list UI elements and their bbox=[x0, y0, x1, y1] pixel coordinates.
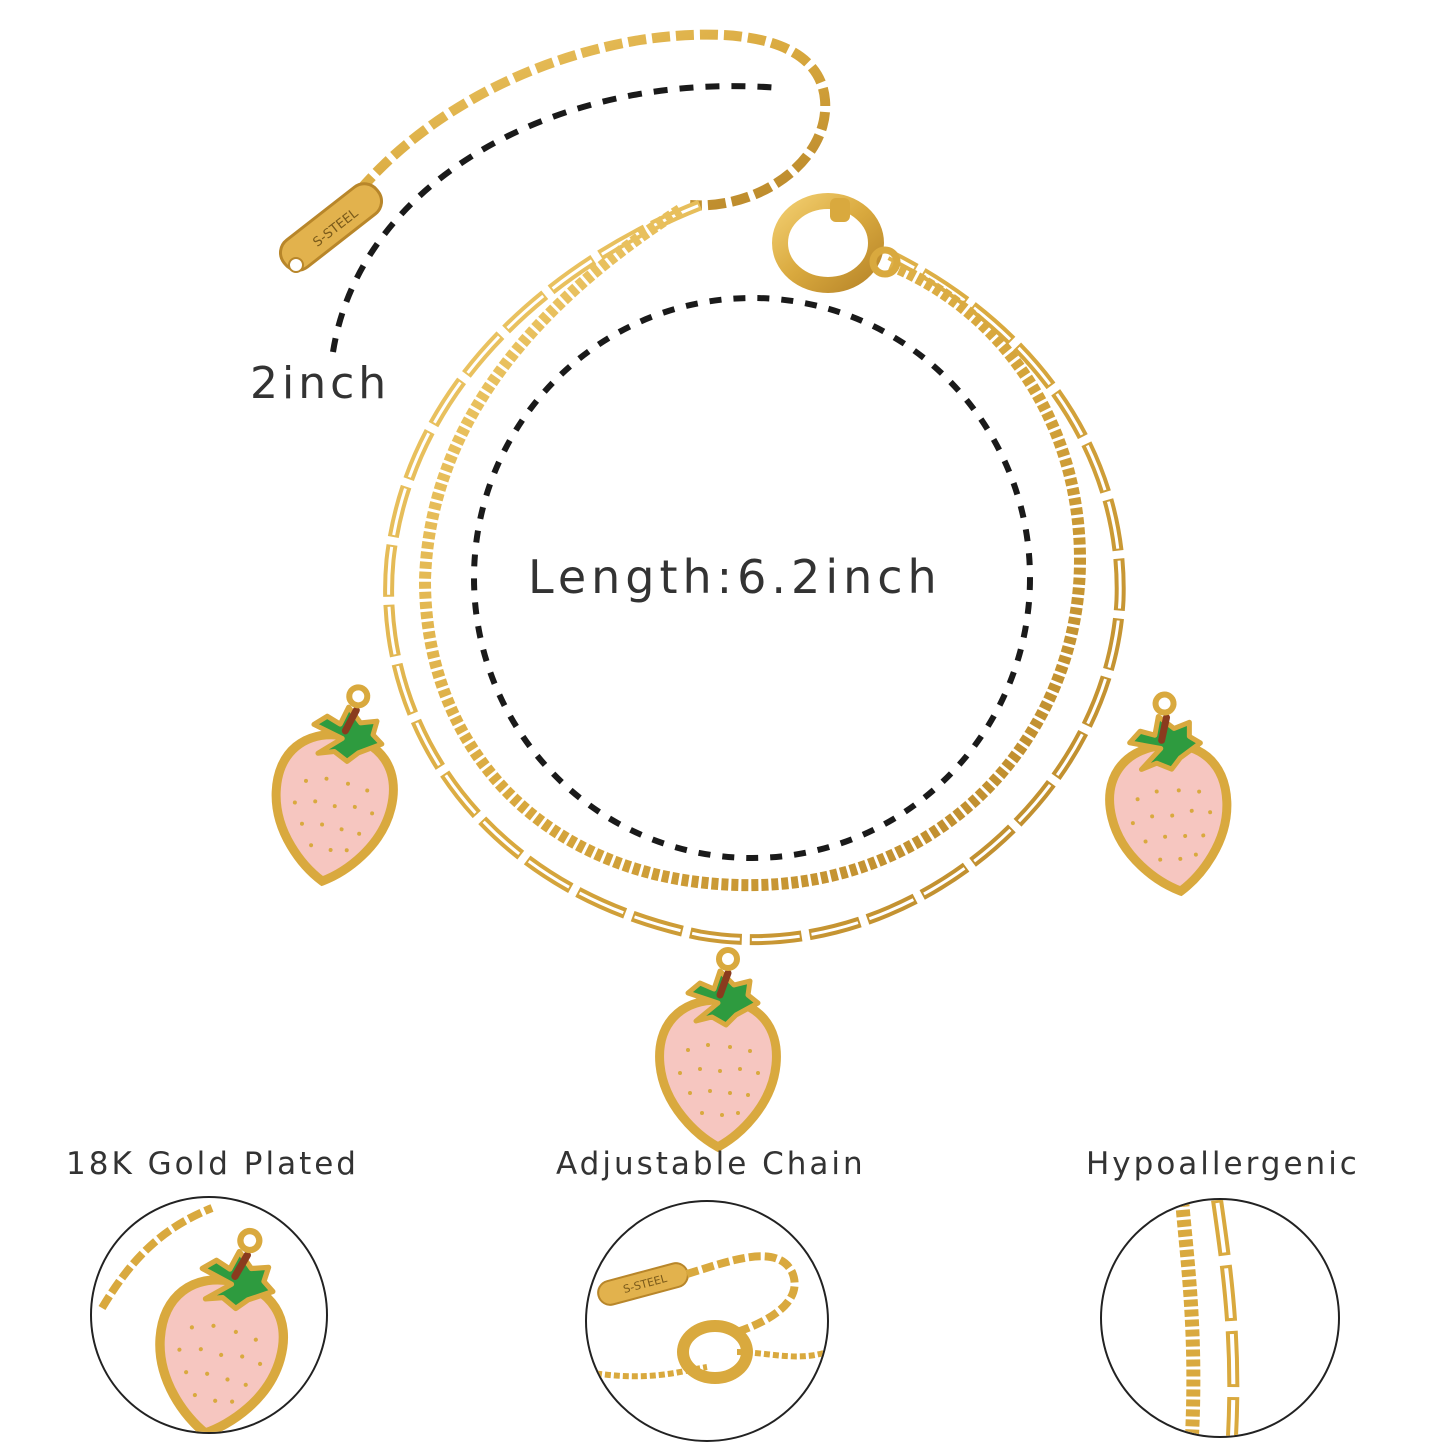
strawberry-charm-right bbox=[1096, 688, 1239, 899]
bracelet-length-label: Length:6.2inch bbox=[528, 550, 942, 604]
gold-plated-detail-circle bbox=[90, 1196, 328, 1434]
feature-hypoallergenic-label: Hypoallergenic bbox=[1086, 1146, 1360, 1182]
feature-gold-plated-label: 18K Gold Plated bbox=[66, 1146, 359, 1182]
length-dashed-circle bbox=[471, 295, 1033, 861]
feature-adjustable-label: Adjustable Chain bbox=[556, 1146, 866, 1182]
adjustable-chain-detail-circle: S-STEEL bbox=[585, 1200, 829, 1442]
curb-chain bbox=[418, 204, 1087, 892]
strawberry-charm-bottom bbox=[660, 950, 777, 1147]
steel-tag: S-STEEL bbox=[278, 182, 384, 273]
extender-chain bbox=[356, 29, 831, 211]
strawberry-charm-left bbox=[264, 678, 407, 889]
hypoallergenic-detail-circle bbox=[1100, 1198, 1340, 1438]
extender-length-label: 2inch bbox=[250, 358, 391, 409]
lobster-clasp bbox=[772, 193, 901, 293]
